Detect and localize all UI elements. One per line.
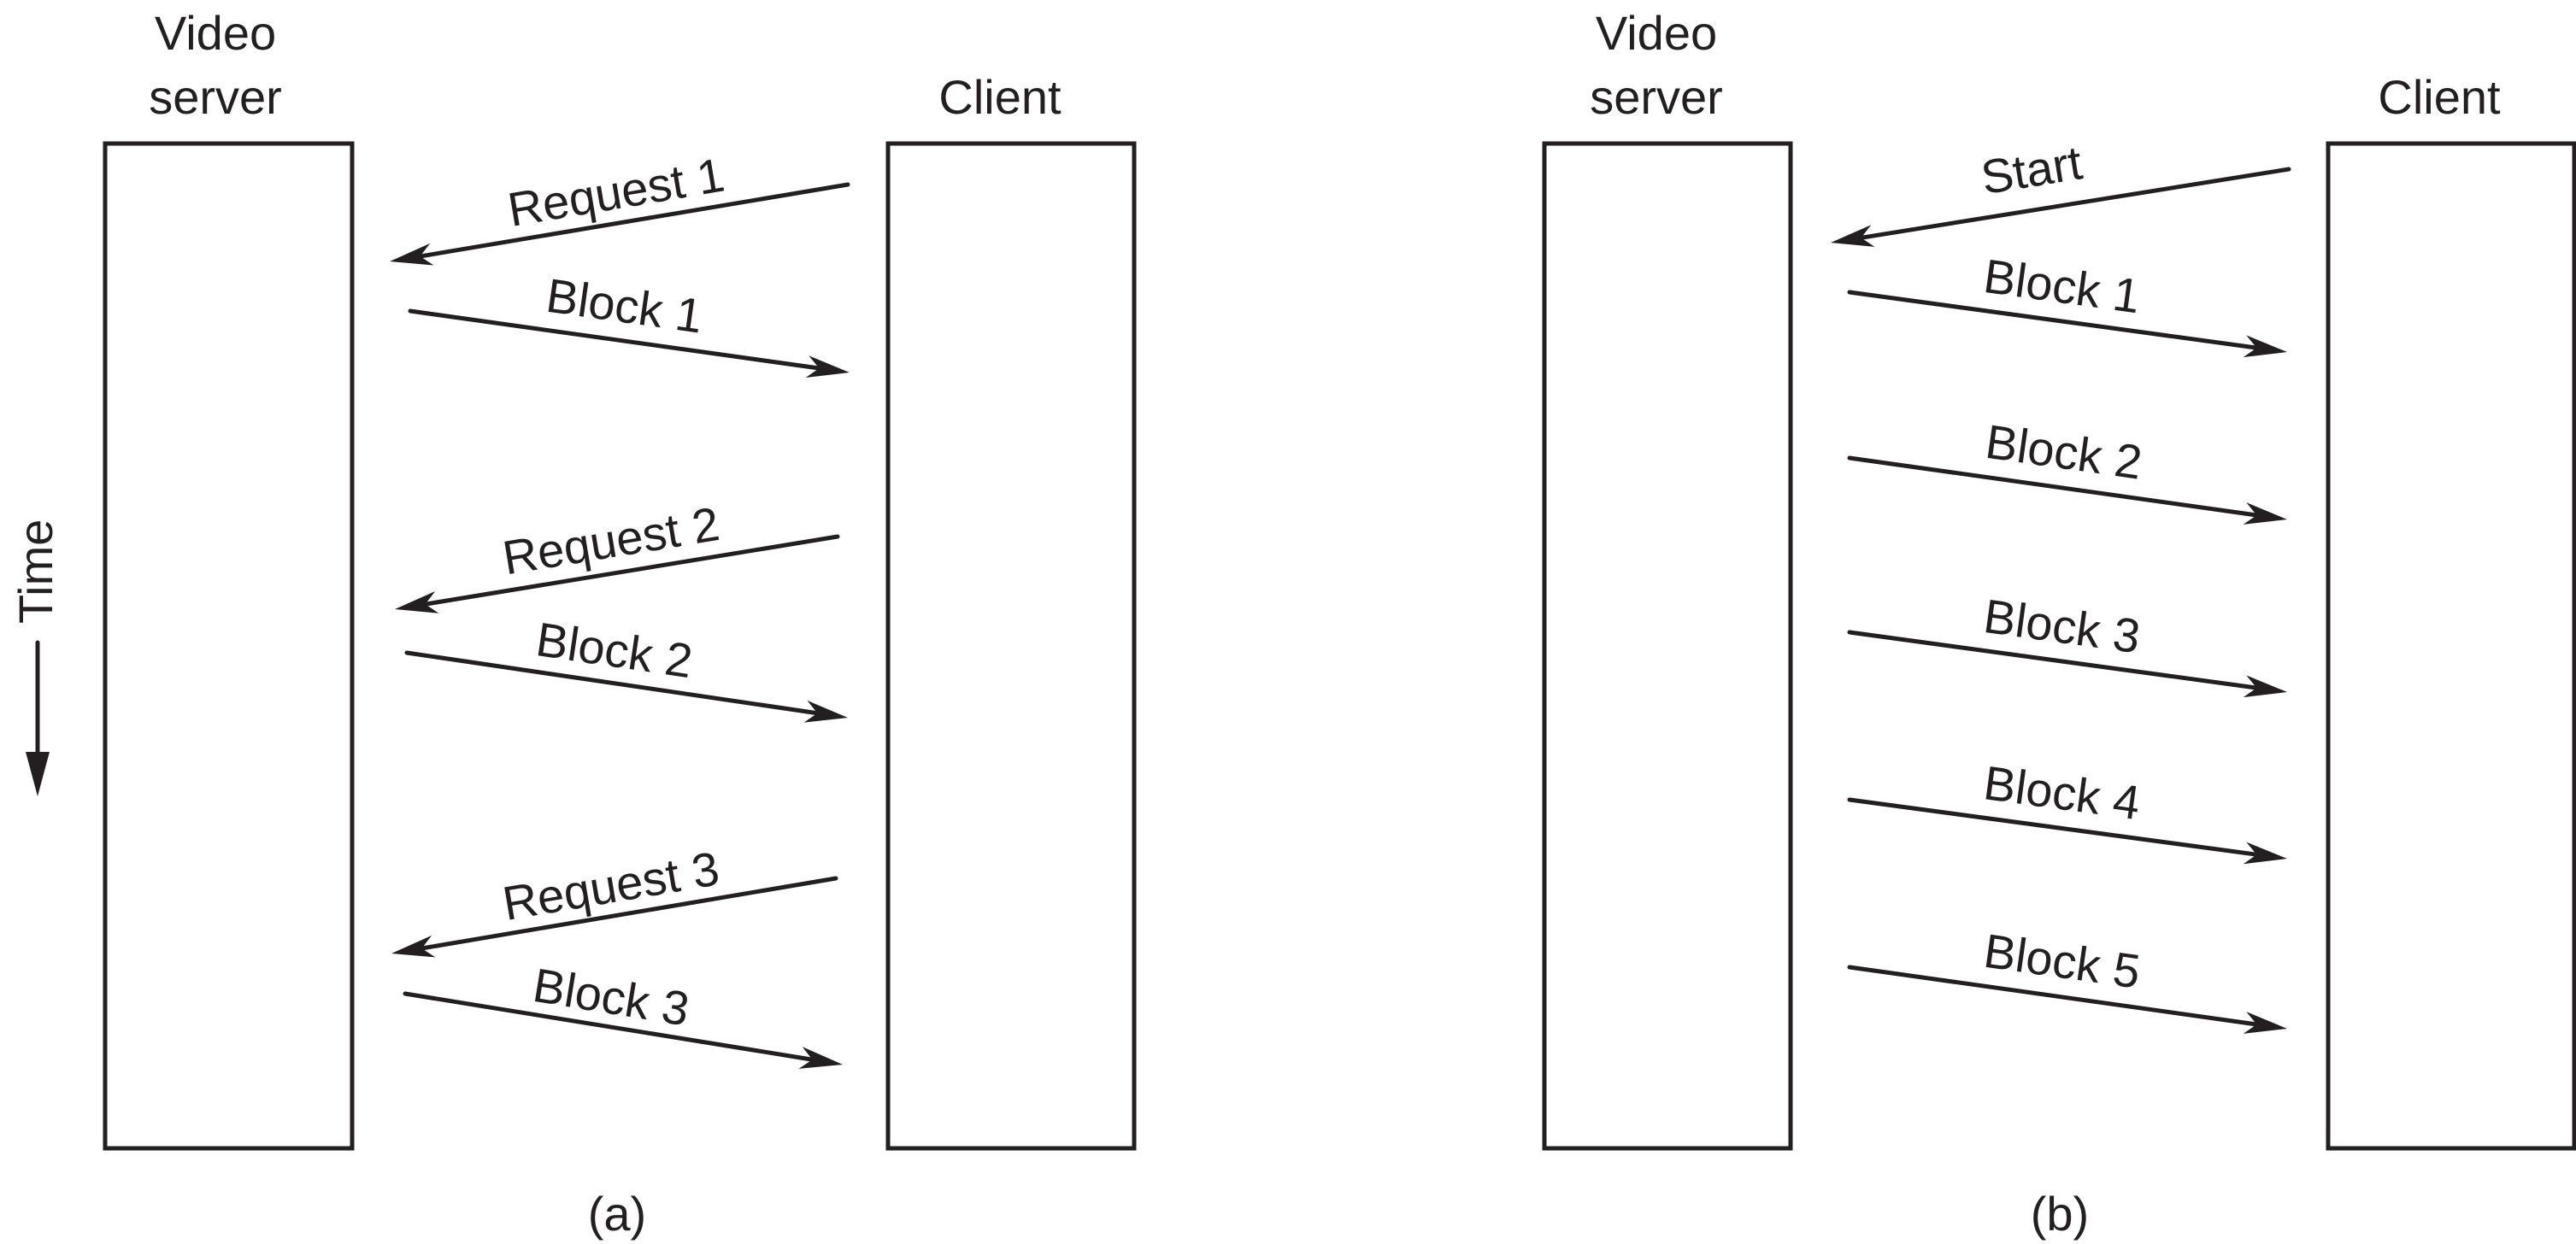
panel-b-server-box — [1542, 141, 1793, 1151]
message-arrow-line — [1847, 630, 2259, 690]
panel-a-message-block-3: Block 3 — [403, 958, 843, 1069]
message-arrowhead — [2243, 842, 2287, 865]
message-arrow-line — [1847, 797, 2259, 857]
time-axis: Time — [9, 519, 62, 796]
message-arrowhead — [2243, 675, 2287, 698]
message-label: Block 3 — [529, 958, 692, 1036]
panel-a-message-block-1: Block 1 — [408, 268, 850, 378]
panel-b-message-block-3: Block 3 — [1847, 589, 2287, 698]
panel-b-message-start: Start — [1831, 135, 2291, 247]
panel-a-message-request-3: Request 3 — [391, 841, 838, 958]
message-arrowhead — [2243, 1012, 2287, 1034]
panel-b-message-block-5: Block 5 — [1847, 924, 2287, 1034]
panel-a-message-request-1: Request 1 — [390, 148, 850, 266]
panel-b: Video server Client Start Block 1 Block … — [1542, 6, 2576, 1241]
message-label: Start — [1978, 135, 2086, 204]
message-arrowhead — [803, 700, 848, 723]
panel-a-server-label-line2: server — [149, 70, 282, 124]
message-arrowhead — [2243, 502, 2287, 525]
message-arrow-line — [1847, 455, 2259, 518]
message-arrowhead — [1831, 225, 1875, 247]
panel-a-message-block-2: Block 2 — [404, 612, 848, 723]
panel-b-caption: (b) — [2031, 1187, 2089, 1241]
panel-b-server-label-line2: server — [1590, 70, 1723, 124]
message-arrow-line — [419, 876, 838, 951]
panel-a-client-label: Client — [938, 70, 1062, 124]
time-axis-arrowhead — [26, 752, 50, 796]
panel-b-server-label-line1: Video — [1596, 6, 1717, 60]
message-arrow-line — [1847, 290, 2259, 350]
message-arrowhead — [2243, 335, 2287, 358]
panel-a-server-label-line1: Video — [155, 6, 276, 60]
message-arrowhead — [805, 355, 850, 378]
panel-b-message-block-4: Block 4 — [1847, 755, 2287, 865]
panel-a-client-box — [885, 141, 1137, 1151]
message-arrowhead — [390, 243, 434, 266]
message-arrow-line — [418, 182, 850, 259]
panel-a-caption: (a) — [588, 1187, 646, 1241]
panel-b-client-box — [2326, 141, 2576, 1151]
panel-b-client-label: Client — [2378, 70, 2501, 124]
message-arrow-line — [404, 650, 820, 716]
message-arrow-line — [423, 534, 840, 607]
message-arrow-line — [1859, 167, 2291, 240]
panel-b-message-block-1: Block 1 — [1847, 249, 2287, 358]
message-arrow-line — [1847, 965, 2259, 1027]
message-arrow-line — [408, 308, 821, 371]
message-arrow-line — [403, 991, 815, 1062]
panel-a-server-box — [103, 141, 355, 1151]
message-arrowhead — [395, 591, 439, 613]
panel-b-message-block-2: Block 2 — [1847, 414, 2287, 525]
message-arrowhead — [798, 1047, 843, 1069]
message-arrowhead — [391, 935, 436, 958]
time-axis-label: Time — [9, 519, 62, 624]
panel-a: Video server Client Request 1 Block 1 Re… — [103, 6, 1137, 1241]
panel-a-message-request-2: Request 2 — [395, 496, 840, 613]
